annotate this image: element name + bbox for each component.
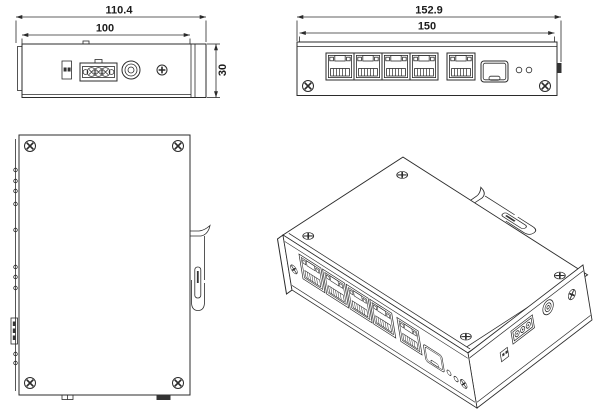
iso-led-indicator-2	[453, 375, 459, 383]
top-latch	[82, 40, 90, 45]
cover-screw-3	[23, 376, 37, 390]
edge-notches	[13, 167, 18, 366]
dim-label-front-panel-width: 150	[418, 21, 436, 33]
rj45-port-2	[353, 52, 383, 81]
panel-screw-left	[301, 79, 315, 93]
dip-connector-icon	[61, 60, 72, 80]
mounting-tabs	[61, 394, 171, 400]
top-view	[10, 134, 211, 400]
terminal-block-icon	[79, 59, 118, 82]
side-connector-edge	[10, 317, 18, 345]
iso-terminal-block	[510, 314, 535, 345]
led-indicator-2	[525, 66, 533, 74]
iso-led-indicator-1	[446, 369, 452, 376]
iso-front-face	[282, 234, 478, 409]
side-tab	[557, 63, 562, 73]
iso-din-rail-clip	[470, 186, 537, 235]
cover-screw-4	[171, 376, 185, 390]
front-view: 152.9 150	[296, 5, 562, 96]
cover-screw-1	[23, 139, 37, 153]
rj45-port-5	[446, 52, 476, 81]
dim-label-side-overall-width: 110.4	[106, 5, 134, 17]
cover-screw-2	[171, 139, 185, 153]
side-view: 110.4 100 30	[15, 5, 229, 98]
dim-label-side-height: 30	[217, 64, 229, 76]
din-rail-clip	[190, 224, 211, 311]
dim-label-side-panel-width: 100	[96, 23, 114, 35]
front-view-dimensions: 152.9 150	[296, 5, 562, 62]
ground-connector-icon	[121, 60, 141, 80]
iso-dip-connector	[499, 346, 510, 363]
panel-screw	[156, 64, 168, 76]
side-view-dimensions: 110.4 100 30	[15, 5, 229, 98]
panel-screw-right	[538, 79, 552, 93]
led-indicator-1	[515, 66, 523, 74]
rj45-port-4	[409, 52, 439, 81]
cover-outline	[18, 134, 191, 396]
rj45-port-1	[325, 52, 355, 81]
isometric-view	[276, 156, 593, 409]
side-view-body	[17, 40, 207, 98]
dim-label-front-overall-width: 152.9	[415, 5, 443, 17]
iso-ground-connector	[542, 299, 554, 316]
sfp-slot	[480, 60, 509, 83]
front-view-body	[296, 41, 562, 96]
rj45-port-3	[381, 52, 411, 81]
din-clip-edge	[17, 46, 23, 91]
